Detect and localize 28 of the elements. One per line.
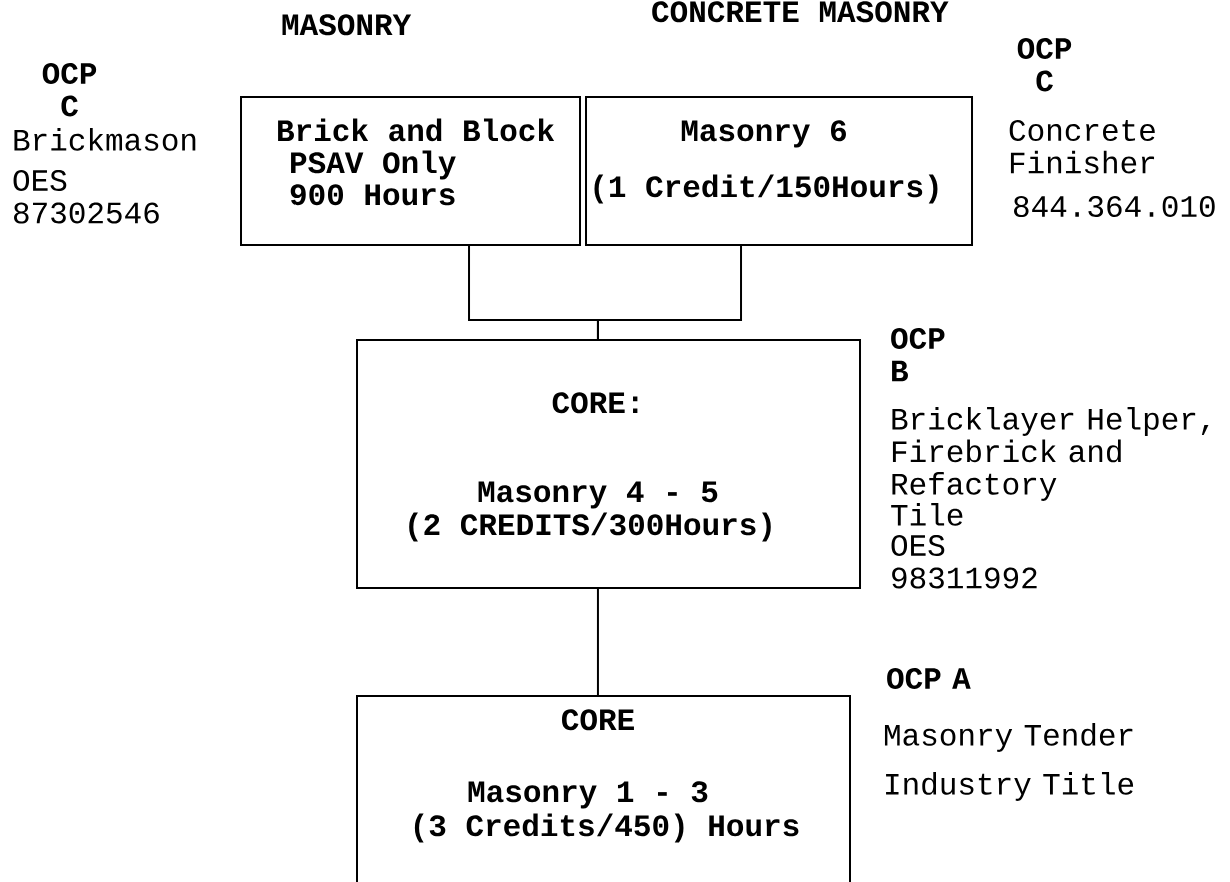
box-text: Masonry 4 - 5 (478, 481, 718, 509)
side-text: Concrete Finisher (1009, 120, 1155, 174)
box-text: (2 CREDITS/300Hours) (409, 512, 771, 542)
side-text: Bricklayer Helper, Firebrick and Refactory (892, 407, 1209, 501)
side-text: OES 87302546 (13, 170, 159, 224)
side-text: Brickmason (14, 128, 196, 151)
connector-line (596, 587, 599, 697)
box-text: CORE (562, 709, 634, 731)
side-text: OCP C (42, 63, 97, 117)
side-text: Industry Title (886, 772, 1134, 801)
side-text: OCP B (891, 328, 945, 382)
box-text: PSAV Only (291, 150, 456, 180)
side-text: OCP C (1017, 38, 1072, 92)
box-text: Masonry 6 (681, 120, 846, 148)
box-text: CORE: (552, 392, 638, 414)
connector-line (596, 244, 743, 341)
box-text: (1 Credit/150Hours) (594, 174, 938, 204)
side-text: OES 98311992 (891, 535, 1037, 589)
side-text: OCP A (887, 668, 971, 690)
box-text: Brick and Block (278, 118, 555, 142)
box-text: 900 Hours (290, 184, 455, 206)
side-text: Tile (891, 503, 963, 526)
box-text: (3 Credits/450) Hours (414, 813, 799, 843)
column-heading: CONCRETE MASONRY (652, 1, 949, 23)
box-text: Masonry 1 - 3 (468, 781, 708, 809)
side-text: 844.364.010 (1014, 196, 1215, 218)
side-text: Masonry Tender (884, 723, 1133, 752)
column-heading: MASONRY (282, 14, 412, 36)
